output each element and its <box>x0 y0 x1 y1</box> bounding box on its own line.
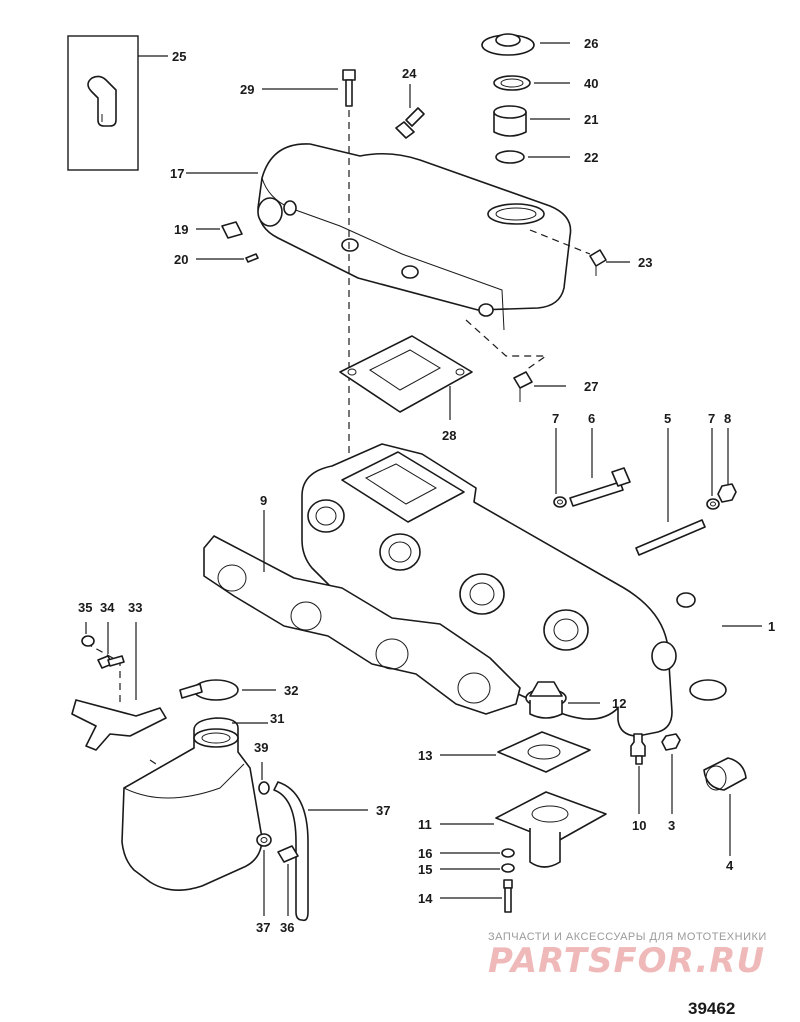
callout-6: 6 <box>588 411 595 426</box>
watermark-logo: PARTSFOR.RU <box>488 941 765 981</box>
callout-40: 40 <box>584 76 598 91</box>
callout-17: 17 <box>170 166 184 181</box>
callout-37-washer: 37 <box>256 920 270 935</box>
callout-27: 27 <box>584 379 598 394</box>
callout-16: 16 <box>418 846 432 861</box>
callout-12: 12 <box>612 696 626 711</box>
callout-10: 10 <box>632 818 646 833</box>
callout-15: 15 <box>418 862 432 877</box>
callout-23: 23 <box>638 255 652 270</box>
callout-34: 34 <box>100 600 115 615</box>
callout-1: 1 <box>768 619 775 634</box>
callout-7-right: 7 <box>708 411 715 426</box>
callout-19: 19 <box>174 222 188 237</box>
callout-20: 20 <box>174 252 188 267</box>
callout-36: 36 <box>280 920 294 935</box>
callout-35: 35 <box>78 600 92 615</box>
watermark: ЗАПЧАСТИ И АКСЕССУАРЫ ДЛЯ МОТОТЕХНИКИ PA… <box>488 931 767 981</box>
part-28-gasket <box>339 335 566 420</box>
callout-37-hose: 37 <box>376 803 390 818</box>
callout-4: 4 <box>726 858 734 873</box>
studs-and-nuts <box>553 428 737 556</box>
callout-13: 13 <box>418 748 432 763</box>
callout-labels: 25 26 29 24 40 21 22 17 19 20 23 27 28 7… <box>78 36 775 935</box>
callout-5: 5 <box>664 411 671 426</box>
part-9-manifold-gasket <box>203 510 521 715</box>
watermark-tagline: ЗАПЧАСТИ И АКСЕССУАРЫ ДЛЯ МОТОТЕХНИКИ <box>488 931 767 943</box>
callout-7-left: 7 <box>552 411 559 426</box>
part-17-exhaust-elbow <box>186 143 630 331</box>
callout-33: 33 <box>128 600 142 615</box>
upper-small-parts <box>262 33 570 164</box>
callout-28: 28 <box>442 428 456 443</box>
callout-25: 25 <box>172 49 186 64</box>
part-1-exhaust-manifold <box>301 443 762 737</box>
callout-11: 11 <box>418 817 432 832</box>
callout-26: 26 <box>584 36 598 51</box>
callout-9: 9 <box>260 493 267 508</box>
callout-21: 21 <box>584 112 598 127</box>
callout-32: 32 <box>284 683 298 698</box>
callout-14: 14 <box>418 891 433 906</box>
callout-8: 8 <box>724 411 731 426</box>
figure-number: 39462 <box>688 999 735 1018</box>
callout-24: 24 <box>402 66 417 81</box>
thermostat-group <box>440 681 747 913</box>
part-25-inset <box>67 35 168 171</box>
callout-39: 39 <box>254 740 268 755</box>
callout-3: 3 <box>668 818 675 833</box>
callout-22: 22 <box>584 150 598 165</box>
coolant-reservoir-group <box>71 622 368 922</box>
callout-31: 31 <box>270 711 284 726</box>
callout-29: 29 <box>240 82 254 97</box>
